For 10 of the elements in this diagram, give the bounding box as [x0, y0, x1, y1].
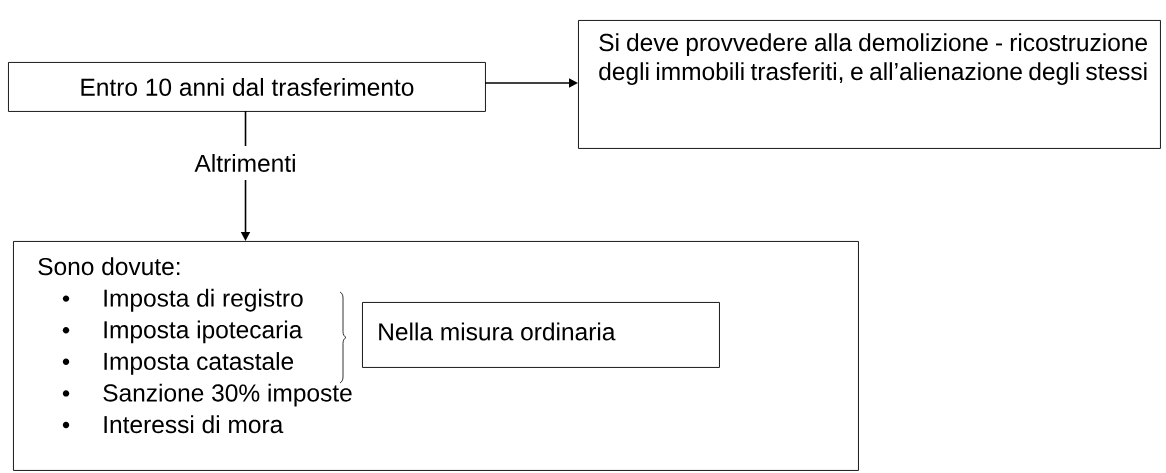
list-item: Imposta ipotecaria: [104, 320, 303, 344]
text-box: Nella misura ordinaria: [362, 302, 720, 368]
process-box: Entro 10 anni dal trasferimento: [8, 62, 486, 112]
list-item: Sanzione 30% imposte: [103, 383, 352, 407]
list-heading: Sono dovute:: [38, 257, 180, 276]
list-item: Imposta di registro: [104, 288, 303, 312]
list-item: Imposta catastale: [104, 352, 294, 375]
edge-label: Altrimenti: [192, 146, 299, 180]
text-box: Si deve provvedere alla demolizione - ricostruzione degli immobili trasferiti, e all’alienazione degli stessi: [578, 20, 1161, 149]
list-item: Interessi di mora: [104, 415, 284, 434]
